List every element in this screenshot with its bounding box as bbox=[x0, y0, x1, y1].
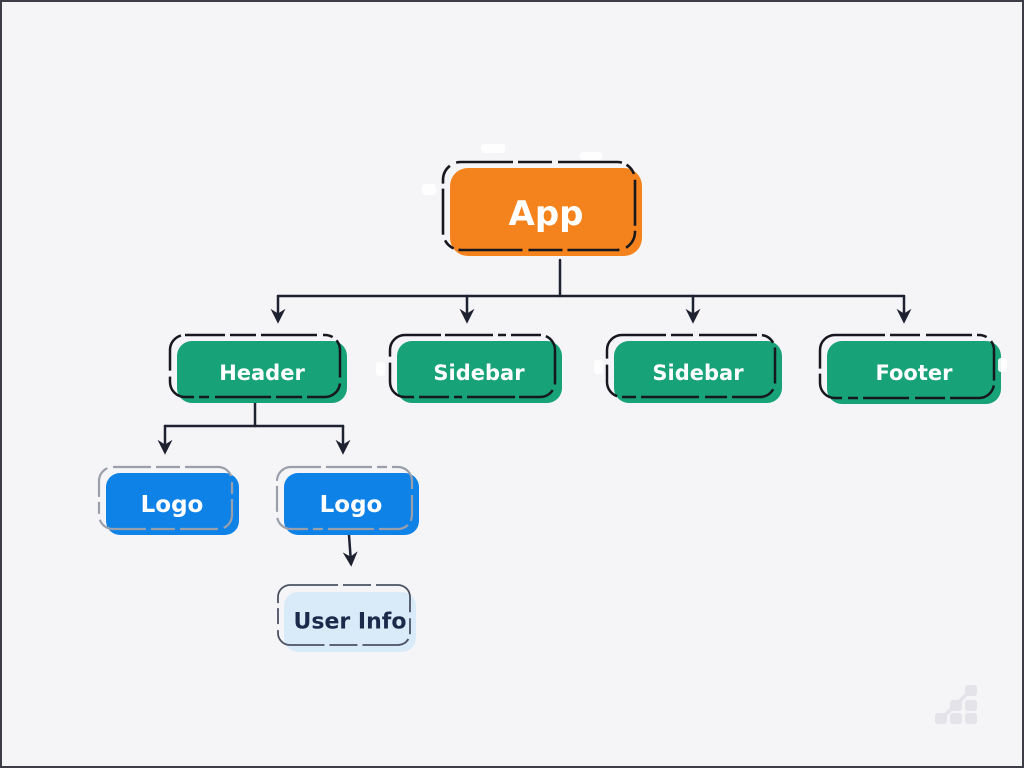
node-user-info-sketch-outline bbox=[277, 584, 411, 646]
node-user-info-label: User Info bbox=[294, 610, 407, 635]
node-logo-1[interactable]: Logo bbox=[97, 465, 239, 535]
node-header-sketch-outline bbox=[168, 333, 342, 399]
sketch-artifact bbox=[594, 360, 603, 374]
node-footer-sketch-outline bbox=[818, 333, 996, 400]
growth-chart-watermark-icon bbox=[935, 685, 977, 724]
node-app-sketch-outline bbox=[441, 160, 637, 252]
sketch-artifact bbox=[376, 362, 385, 376]
node-sidebar-1[interactable]: Sidebar bbox=[388, 333, 562, 403]
node-footer-label: Footer bbox=[876, 361, 954, 385]
node-user-info[interactable]: User Info bbox=[277, 584, 416, 652]
node-sidebar-1-label: Sidebar bbox=[433, 361, 525, 385]
node-logo-1-fill bbox=[106, 473, 239, 535]
node-header-fill bbox=[177, 341, 347, 403]
node-logo-2-fill bbox=[284, 473, 419, 535]
sketch-artifact bbox=[481, 144, 505, 153]
node-sidebar-2[interactable]: Sidebar bbox=[605, 333, 782, 403]
sketch-artifact bbox=[580, 152, 602, 160]
node-logo-2-sketch-outline bbox=[275, 465, 414, 531]
node-sidebar-1-sketch-outline bbox=[388, 333, 557, 399]
node-logo-1-sketch-outline bbox=[97, 465, 234, 531]
sketch-artifacts bbox=[376, 144, 1007, 376]
node-user-info-fill bbox=[284, 592, 416, 652]
node-sidebar-2-sketch-outline bbox=[605, 333, 777, 399]
sketch-artifact bbox=[422, 184, 436, 195]
edge-logo-2-user-info bbox=[342, 533, 358, 567]
edges-layer bbox=[157, 258, 912, 567]
node-header[interactable]: Header bbox=[168, 333, 347, 403]
node-footer-fill bbox=[827, 341, 1001, 404]
node-logo-1-label: Logo bbox=[141, 492, 204, 518]
node-logo-2[interactable]: Logo bbox=[275, 465, 419, 535]
node-header-label: Header bbox=[219, 361, 305, 385]
node-sidebar-2-fill bbox=[614, 341, 782, 403]
node-sidebar-1-fill bbox=[397, 341, 562, 403]
node-footer[interactable]: Footer bbox=[818, 333, 1001, 404]
node-app-label: App bbox=[509, 194, 584, 234]
sketch-artifact bbox=[998, 358, 1007, 372]
node-app-fill bbox=[450, 168, 642, 256]
node-logo-2-label: Logo bbox=[320, 492, 383, 518]
node-sidebar-2-label: Sidebar bbox=[652, 361, 744, 385]
node-app[interactable]: App bbox=[441, 160, 642, 256]
